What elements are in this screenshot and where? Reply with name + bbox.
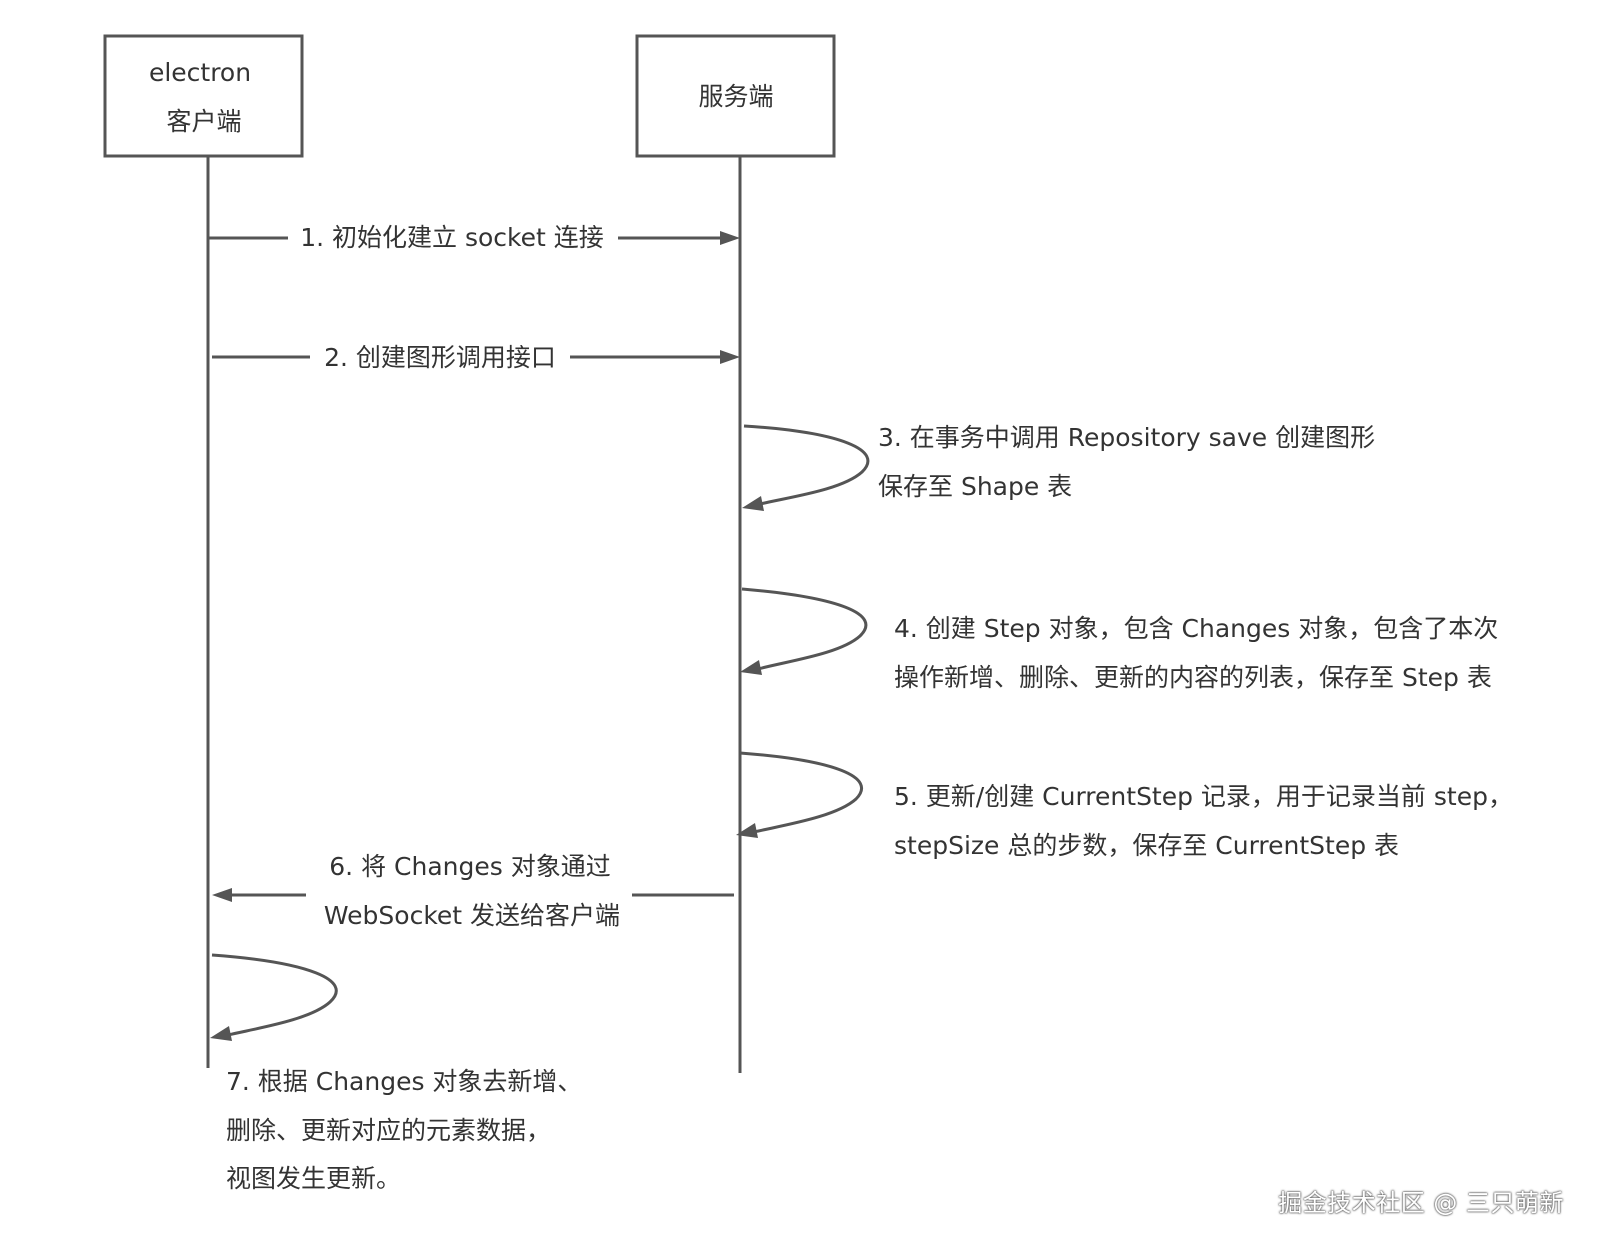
actor-server-label: 服务端 xyxy=(698,82,773,111)
actor-client-box xyxy=(103,34,304,158)
message-2: 2. 创建图形调用接口 xyxy=(212,338,740,376)
message-3-label-line-1: 3. 在事务中调用 Repository save 创建图形 xyxy=(878,423,1375,452)
message-5: 5. 更新/创建 CurrentStep 记录，用于记录当前 step， ste… xyxy=(736,751,1513,860)
actor-client-label-line-1: electron xyxy=(149,58,251,87)
message-4-loop xyxy=(741,587,868,671)
message-2-label-bg xyxy=(310,338,570,376)
message-4-arrowhead xyxy=(740,660,762,675)
message-2-label: 2. 创建图形调用接口 xyxy=(324,343,556,372)
message-3-loop xyxy=(743,424,870,506)
message-4-label-line-2: 操作新增、删除、更新的内容的列表，保存至 Step 表 xyxy=(894,663,1492,692)
message-6-label-line-1: 6. 将 Changes 对象通过 xyxy=(329,852,610,881)
message-5-loop xyxy=(739,751,863,834)
message-1-arrowhead xyxy=(720,231,740,245)
message-7-label-line-1: 7. 根据 Changes 对象去新增、 xyxy=(226,1067,582,1096)
actor-server: 服务端 xyxy=(635,34,836,158)
message-2-arrowhead xyxy=(720,350,740,364)
message-5-label-line-1: 5. 更新/创建 CurrentStep 记录，用于记录当前 step， xyxy=(894,782,1513,811)
actor-server-box xyxy=(635,34,836,158)
message-7: 7. 根据 Changes 对象去新增、 删除、更新对应的元素数据， 视图发生更… xyxy=(210,953,582,1193)
message-3: 3. 在事务中调用 Repository save 创建图形 保存至 Shape… xyxy=(742,423,1375,511)
message-1-label: 1. 初始化建立 socket 连接 xyxy=(300,223,604,252)
message-6: 6. 将 Changes 对象通过 WebSocket 发送给客户端 xyxy=(212,852,734,930)
message-7-loop xyxy=(211,953,338,1037)
message-5-label-line-2: stepSize 总的步数，保存至 CurrentStep 表 xyxy=(894,831,1399,860)
message-7-label-line-2: 删除、更新对应的元素数据， xyxy=(226,1116,551,1145)
message-4: 4. 创建 Step 对象，包含 Changes 对象，包含了本次 操作新增、删… xyxy=(740,587,1498,692)
message-7-arrowhead xyxy=(210,1026,232,1041)
message-1: 1. 初始化建立 socket 连接 xyxy=(208,218,740,256)
message-1-label-bg xyxy=(288,218,618,256)
actor-client-label-line-2: 客户端 xyxy=(166,107,241,136)
actor-client: electron 客户端 xyxy=(103,34,304,158)
message-4-label-line-1: 4. 创建 Step 对象，包含 Changes 对象，包含了本次 xyxy=(894,614,1498,643)
message-5-arrowhead xyxy=(736,823,758,838)
watermark: 掘金技术社区 @ 三只萌新 xyxy=(1278,1189,1564,1217)
message-7-label-line-3: 视图发生更新。 xyxy=(226,1164,401,1193)
message-3-arrowhead xyxy=(742,496,764,511)
message-3-label-line-2: 保存至 Shape 表 xyxy=(878,472,1072,501)
message-6-arrowhead xyxy=(212,888,232,902)
message-6-label-line-2: WebSocket 发送给客户端 xyxy=(324,901,620,930)
